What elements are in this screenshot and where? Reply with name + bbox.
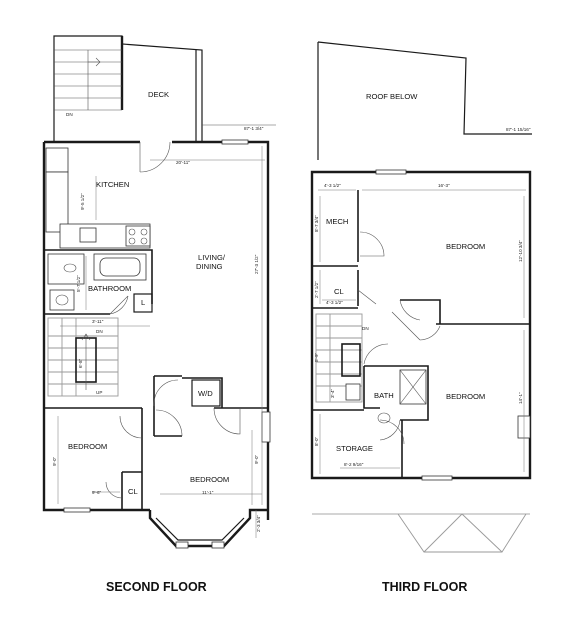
- third-floor-stair: [315, 313, 363, 403]
- living-width-dim: 20'-11": [176, 160, 190, 165]
- third-floor-bay: [312, 513, 530, 553]
- closet-label: CL: [128, 487, 138, 496]
- deck-label: DECK: [148, 90, 169, 99]
- bathroom-walls: [44, 249, 153, 315]
- second-stair-up-label: UP: [96, 390, 102, 395]
- mech-label: MECH: [326, 217, 348, 226]
- kitchen-depth-dim: 9'-5 1/2": [80, 193, 85, 210]
- living-dining-label-line2: DINING: [196, 262, 223, 271]
- living-dining-label-line1: LIVING/: [198, 253, 226, 262]
- linen-closet-label: L: [141, 298, 145, 307]
- bedroom-top-depth-dim: 12'-10 3/4": [518, 240, 523, 262]
- bay-window: [148, 508, 268, 549]
- bedroom-top-width-dim: 16'-3": [438, 183, 450, 188]
- third-floor-dimensions: [318, 189, 526, 474]
- third-floor-plan: [310, 41, 532, 553]
- bathroom-label: BATHROOM: [88, 284, 131, 293]
- kitchen-label: KITCHEN: [96, 180, 129, 189]
- bedroom-left-depth-dim: 9'-0": [52, 456, 57, 466]
- deck-elevation: 87'-1 3/4": [244, 126, 264, 131]
- second-floor-title: SECOND FLOOR: [106, 580, 207, 594]
- storage-depth-dim: 8'-0": [314, 436, 319, 446]
- bedroom-left-width-dim: 9'-6": [92, 490, 102, 495]
- deck: [53, 35, 276, 142]
- hall-width-dim: 3'-11": [92, 319, 104, 324]
- second-stair-dn-label: DN: [96, 329, 103, 334]
- second-floor-stair: [47, 317, 119, 397]
- bath-depth-dim: 5'-7 1/2": [76, 275, 81, 292]
- living-depth-dim: 27'-3 1/2": [254, 254, 259, 274]
- storage-label: STORAGE: [336, 444, 373, 453]
- bedroom-bottom-depth-dim: 14'-1": [518, 392, 523, 404]
- closet-depth-dim: 2'-7 1/2": [314, 281, 319, 298]
- mech-width-dim: 4'-3 1/2": [324, 183, 341, 188]
- roof-below-label: ROOF BELOW: [366, 92, 418, 101]
- second-floor-plan: [42, 35, 276, 549]
- closet-width-dim: 4'-3 1/2": [326, 300, 343, 305]
- closet-third-label: CL: [334, 287, 344, 296]
- bay-depth-dim: 2'-3 3/4": [256, 515, 261, 532]
- bath-dim-a: 5'-9": [314, 352, 319, 362]
- third-stair-dn-label: DN: [362, 326, 369, 331]
- stair-width-dim: 6'-8": [78, 358, 83, 368]
- bedroom-right-width-dim: 11'-1": [202, 490, 214, 495]
- bedroom-right-depth-dim: 9'-0": [254, 454, 259, 464]
- roof-outline: [317, 41, 532, 135]
- storage-width-dim: 8'-2 9/16": [344, 462, 364, 467]
- bedroom-left-label: BEDROOM: [68, 442, 107, 451]
- deck-stair: [54, 49, 122, 111]
- deck-stair-dn-label: DN: [66, 112, 73, 117]
- bath-dim-b: 3'-4": [330, 388, 335, 398]
- roof-elevation: 87'-1 15/16": [506, 127, 531, 132]
- bedroom-right-label: BEDROOM: [190, 475, 229, 484]
- bedroom-bottom-label: BEDROOM: [446, 392, 485, 401]
- washer-dryer-label: W/D: [198, 389, 213, 398]
- kitchen-fixtures: [45, 147, 151, 249]
- third-floor-title: THIRD FLOOR: [382, 580, 467, 594]
- bedroom-top-label: BEDROOM: [446, 242, 485, 251]
- second-floor-dimensions: [57, 146, 265, 538]
- mech-depth-dim: 8'-7 3/4": [314, 215, 319, 232]
- bath-label: BATH: [374, 391, 394, 400]
